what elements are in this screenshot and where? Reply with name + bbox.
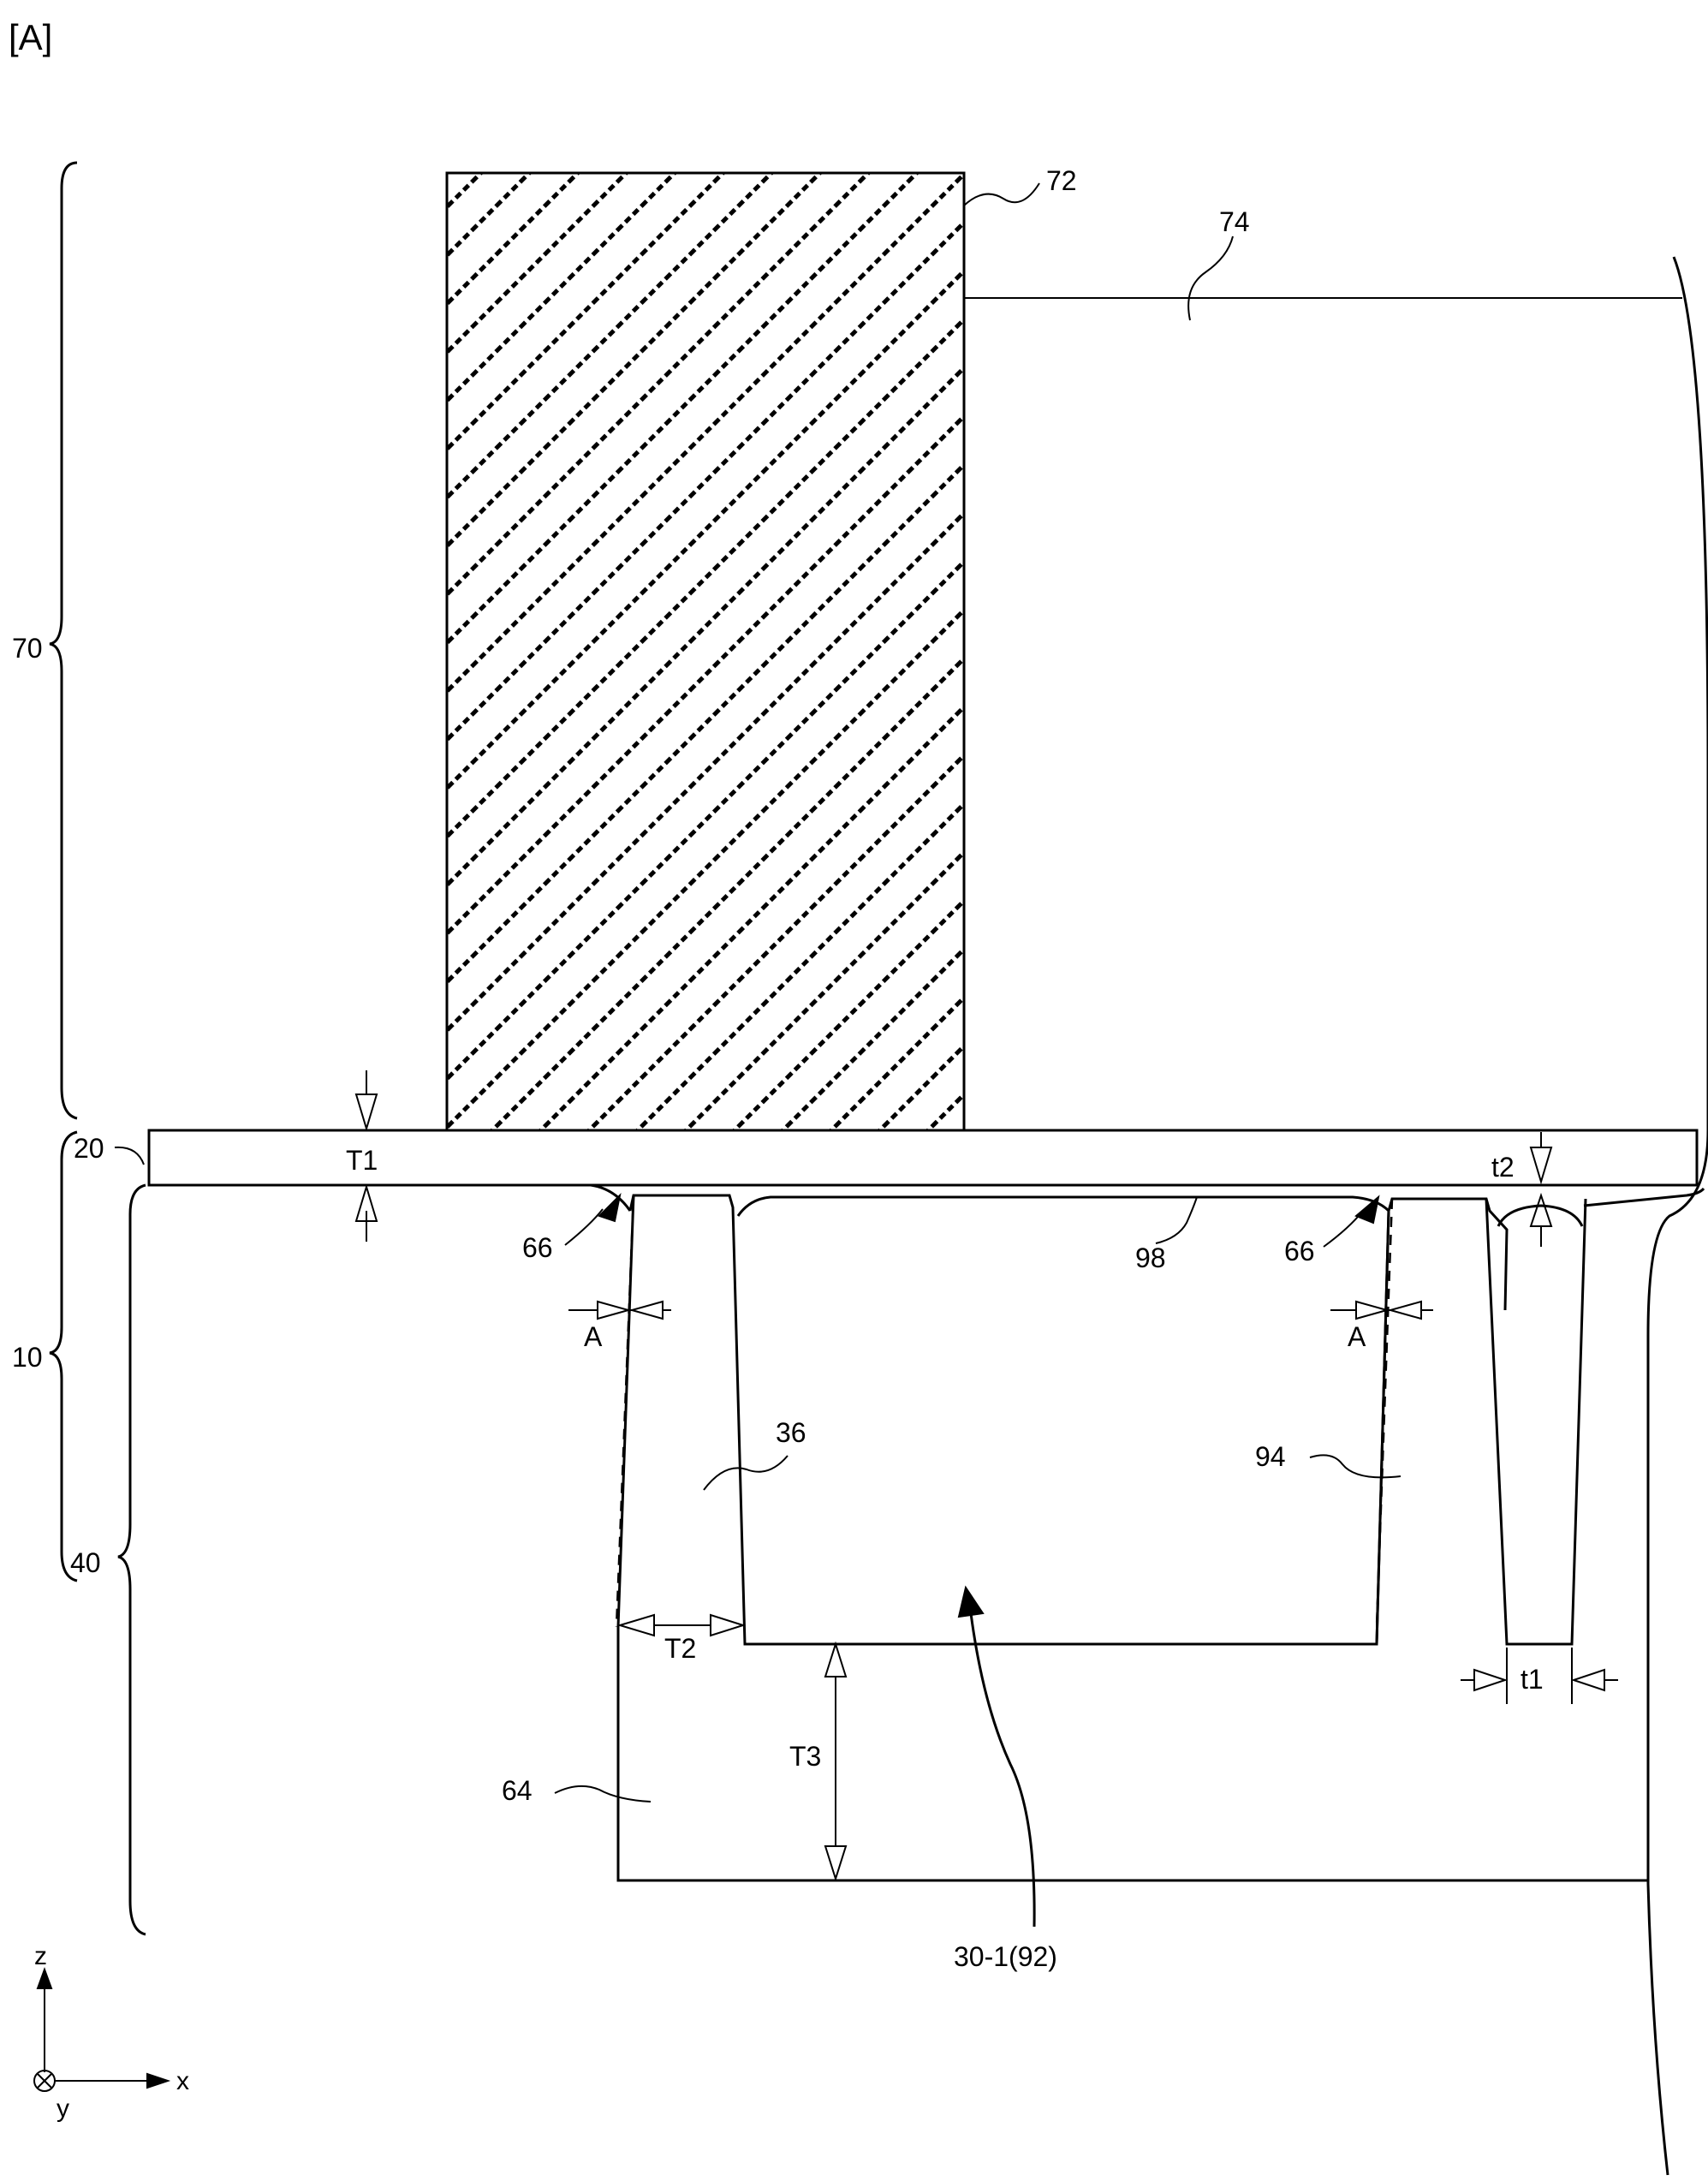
ref-10: 10 bbox=[12, 1342, 43, 1373]
dim-A-left-label: A bbox=[584, 1321, 603, 1352]
ref-66-left: 66 bbox=[522, 1232, 553, 1263]
axis-y-label: y bbox=[57, 2095, 69, 2123]
ref-98: 98 bbox=[1135, 1242, 1166, 1273]
dim-T3-label: T3 bbox=[789, 1741, 821, 1772]
leader-20 bbox=[114, 1146, 145, 1165]
right-top-line bbox=[1583, 1187, 1705, 1207]
dim-T3-arrow-top bbox=[824, 1641, 848, 1677]
dim-A-right-arrow-b bbox=[1387, 1300, 1422, 1320]
right-edge-line bbox=[1672, 256, 1708, 1130]
hatched-block-72 bbox=[445, 171, 966, 1132]
ref-74: 74 bbox=[1219, 206, 1250, 237]
ref-72: 72 bbox=[1046, 165, 1077, 196]
brace-10 bbox=[49, 1130, 78, 1582]
dashed-angle-right bbox=[1375, 1198, 1394, 1628]
axis-y-symbol bbox=[33, 2070, 56, 2092]
leader-94 bbox=[1309, 1454, 1402, 1479]
small-trench bbox=[1485, 1198, 1587, 1646]
dim-A-left-arrow-a bbox=[597, 1300, 632, 1320]
axis-z-label: z bbox=[34, 1942, 47, 1970]
axis-y-cross-b bbox=[37, 2073, 52, 2089]
leader-30 bbox=[969, 1612, 1036, 1928]
small-trench-cap bbox=[1497, 1204, 1584, 1227]
ref-64: 64 bbox=[502, 1775, 533, 1806]
figure-label: [A] bbox=[9, 17, 52, 57]
base-64-left-wall bbox=[616, 1195, 1649, 1882]
dim-T2-arrow-left bbox=[616, 1613, 655, 1637]
dim-t2-arrow-bottom bbox=[1529, 1192, 1553, 1227]
dim-t2-label: t2 bbox=[1491, 1152, 1515, 1183]
dim-A-right-arrow-a bbox=[1355, 1300, 1390, 1320]
ref-66-right: 66 bbox=[1284, 1236, 1315, 1266]
arrow-66-left bbox=[598, 1192, 622, 1223]
ref-94: 94 bbox=[1255, 1441, 1286, 1472]
ref-20: 20 bbox=[74, 1133, 104, 1164]
dim-t1-arrow-left bbox=[1473, 1668, 1509, 1692]
leader-36 bbox=[703, 1455, 789, 1491]
brace-70 bbox=[49, 161, 78, 1120]
right-protrusion-wall bbox=[1375, 1210, 1390, 1645]
dim-t2-arrow-top bbox=[1529, 1147, 1553, 1185]
leader-64 bbox=[554, 1785, 652, 1803]
dim-T3-arrow-bottom bbox=[824, 1845, 848, 1882]
dim-T2-label: T2 bbox=[664, 1633, 696, 1664]
right-edge-lower-line bbox=[1646, 1129, 1708, 2176]
leader-66-left bbox=[564, 1208, 604, 1246]
axis-x-label: x bbox=[176, 2067, 189, 2095]
dim-T1-arrow-top bbox=[354, 1093, 378, 1132]
axis-z-arrow bbox=[36, 1967, 53, 1989]
ref-40: 40 bbox=[70, 1547, 101, 1578]
arrow-30 bbox=[957, 1585, 985, 1618]
brace-40 bbox=[117, 1183, 146, 1936]
ref-30: 30-1(92) bbox=[954, 1941, 1057, 1972]
base-top-surface-98 bbox=[736, 1195, 1390, 1217]
dim-t1-arrow-right bbox=[1570, 1668, 1605, 1692]
leader-98 bbox=[1155, 1196, 1198, 1244]
leader-74 bbox=[1187, 235, 1234, 321]
arrow-66-right bbox=[1354, 1195, 1380, 1225]
leader-72 bbox=[963, 182, 1040, 206]
left-protrusion bbox=[628, 1194, 1390, 1646]
dim-A-left-arrow-b bbox=[628, 1300, 664, 1320]
axis-x-arrow bbox=[146, 2072, 171, 2089]
dim-T2-arrow-right bbox=[710, 1613, 747, 1637]
dim-t1-label: t1 bbox=[1521, 1664, 1544, 1695]
dashed-angle-left bbox=[615, 1195, 635, 1628]
layer-20 bbox=[147, 1129, 1699, 1187]
ref-36: 36 bbox=[776, 1417, 806, 1448]
dim-T1-label: T1 bbox=[346, 1145, 378, 1176]
dim-A-right-label: A bbox=[1348, 1321, 1366, 1352]
ref-70: 70 bbox=[12, 633, 43, 664]
layer-40-top-line bbox=[149, 1183, 632, 1212]
